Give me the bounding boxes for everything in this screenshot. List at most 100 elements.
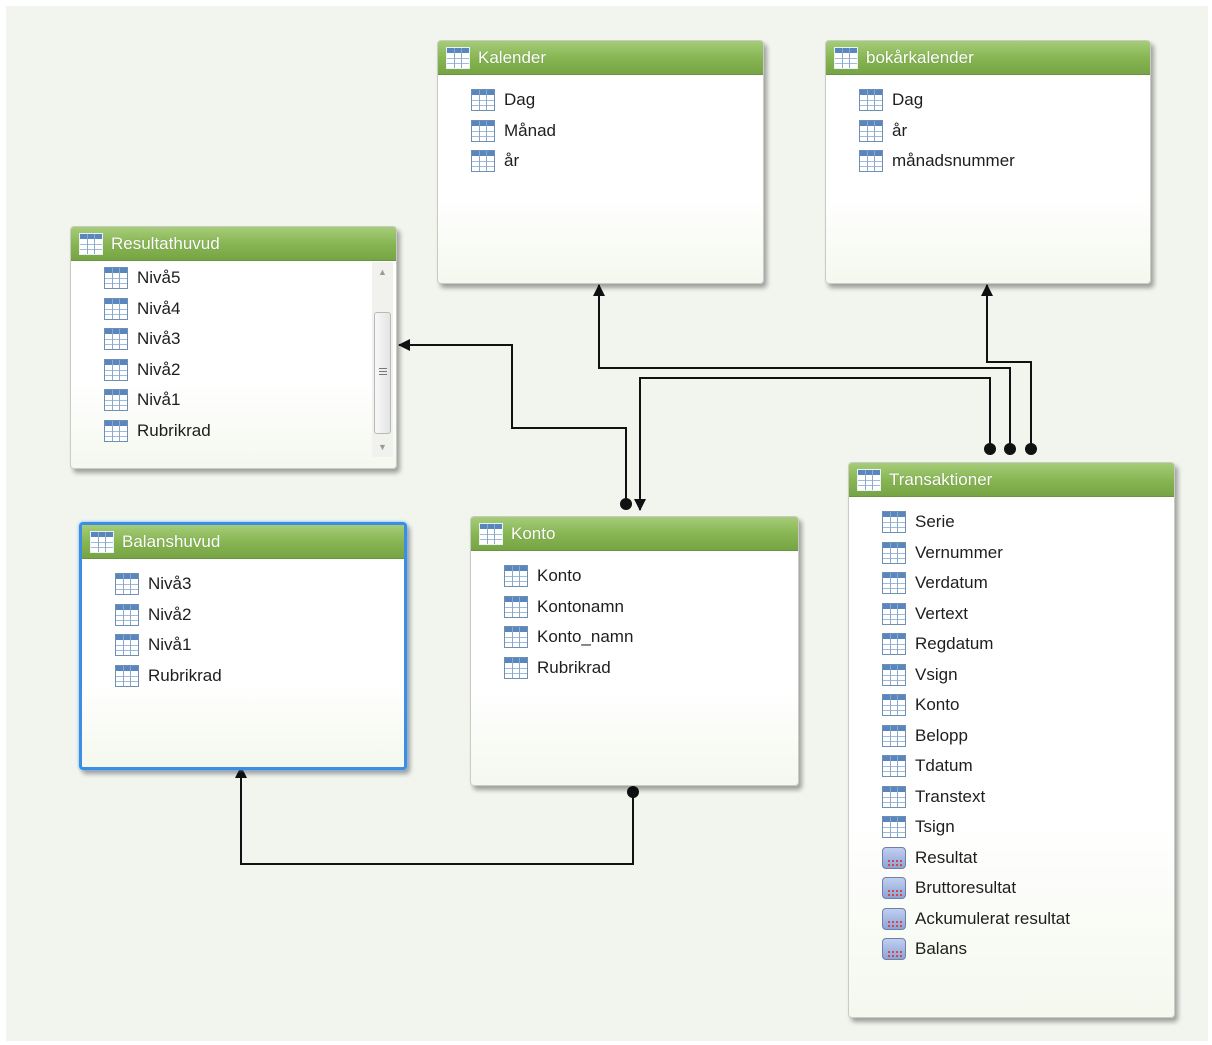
table-icon — [834, 46, 858, 69]
table-column-icon — [115, 634, 139, 657]
column-name: Konto — [537, 566, 582, 586]
table-title: bokårkalender — [866, 47, 974, 67]
column-item[interactable]: Vernummer — [849, 538, 1174, 569]
column-item[interactable]: Serie — [849, 507, 1174, 538]
table-header[interactable]: Konto — [471, 517, 798, 551]
measure-name: Resultat — [915, 847, 978, 867]
measure-item[interactable]: Balans — [849, 934, 1174, 965]
column-item[interactable]: Nivå2 — [71, 355, 396, 386]
scroll-down-icon[interactable]: ▼ — [378, 442, 387, 452]
column-item[interactable]: Tdatum — [849, 751, 1174, 782]
column-name: Kontonamn — [537, 596, 624, 616]
column-item[interactable]: år — [438, 146, 763, 177]
column-item[interactable]: månadsnummer — [826, 146, 1150, 177]
column-item[interactable]: Nivå3 — [82, 569, 404, 600]
column-item[interactable]: Rubrikrad — [82, 661, 404, 692]
column-name: Nivå2 — [137, 359, 181, 379]
grip-icon — [379, 368, 387, 376]
calculator-icon — [882, 877, 906, 900]
table-column-icon — [882, 511, 906, 534]
column-item[interactable]: Belopp — [849, 721, 1174, 752]
table-header[interactable]: Resultathuvud — [71, 227, 396, 261]
column-item[interactable]: Månad — [438, 116, 763, 147]
column-item[interactable]: Nivå2 — [82, 600, 404, 631]
measure-item[interactable]: Resultat — [849, 843, 1174, 874]
column-name: Nivå5 — [137, 268, 181, 288]
column-name: Konto_namn — [537, 627, 634, 647]
column-item[interactable]: år — [826, 116, 1150, 147]
column-name: Rubrikrad — [148, 665, 222, 685]
column-item[interactable]: Nivå1 — [71, 385, 396, 416]
table-kalender[interactable]: Kalender Dag Månad år — [437, 40, 764, 284]
table-column-icon — [882, 541, 906, 564]
column-list: Nivå5 Nivå4 Nivå3 Nivå2 Nivå1 Rubrikrad — [71, 261, 396, 446]
column-item[interactable]: Vertext — [849, 599, 1174, 630]
vertical-scrollbar[interactable]: ▲ ▼ — [372, 262, 393, 457]
table-transaktioner[interactable]: Transaktioner Serie Vernummer Verdatum V… — [848, 462, 1175, 1018]
column-name: Tsign — [915, 817, 955, 837]
column-list: Dag år månadsnummer — [826, 75, 1150, 177]
column-name: Transtext — [915, 786, 986, 806]
scrollbar-thumb[interactable] — [374, 312, 391, 434]
calculator-icon — [882, 907, 906, 930]
column-item[interactable]: Kontonamn — [471, 592, 798, 623]
table-title: Transaktioner — [889, 469, 993, 489]
column-item[interactable]: Rubrikrad — [71, 416, 396, 447]
table-balanshuvud[interactable]: Balanshuvud Nivå3 Nivå2 Nivå1 Rubrikrad — [79, 522, 407, 770]
table-column-icon — [104, 297, 128, 320]
table-title: Resultathuvud — [111, 233, 220, 253]
table-resultathuvud[interactable]: Resultathuvud Nivå5 Nivå4 Nivå3 Nivå2 Ni… — [70, 226, 397, 469]
column-name: Dag — [892, 90, 924, 110]
table-column-icon — [471, 150, 495, 173]
column-item[interactable]: Verdatum — [849, 568, 1174, 599]
measure-name: Bruttoresultat — [915, 878, 1017, 898]
table-icon — [90, 530, 114, 553]
measure-item[interactable]: Ackumulerat resultat — [849, 904, 1174, 935]
table-column-icon — [882, 816, 906, 839]
table-column-icon — [104, 419, 128, 442]
table-header[interactable]: Kalender — [438, 41, 763, 75]
table-column-icon — [504, 656, 528, 679]
column-list: Konto Kontonamn Konto_namn Rubrikrad — [471, 551, 798, 683]
column-item[interactable]: Konto — [849, 690, 1174, 721]
table-column-icon — [115, 603, 139, 626]
column-item[interactable]: Nivå3 — [71, 324, 396, 355]
measure-name: Ackumulerat resultat — [915, 908, 1070, 928]
measure-item[interactable]: Bruttoresultat — [849, 873, 1174, 904]
table-column-icon — [882, 724, 906, 747]
column-item[interactable]: Vsign — [849, 660, 1174, 691]
column-name: Nivå2 — [148, 604, 192, 624]
column-name: Vertext — [915, 603, 968, 623]
table-column-icon — [504, 626, 528, 649]
scroll-up-icon[interactable]: ▲ — [378, 267, 387, 277]
table-header[interactable]: Transaktioner — [849, 463, 1174, 497]
column-item[interactable]: Konto — [471, 561, 798, 592]
column-item[interactable]: Dag — [826, 85, 1150, 116]
column-item[interactable]: Tsign — [849, 812, 1174, 843]
table-column-icon — [471, 89, 495, 112]
column-name: Vernummer — [915, 542, 1003, 562]
table-konto[interactable]: Konto Konto Kontonamn Konto_namn Rubrikr… — [470, 516, 799, 786]
table-header[interactable]: Balanshuvud — [82, 525, 404, 559]
table-header[interactable]: bokårkalender — [826, 41, 1150, 75]
column-item[interactable]: Dag — [438, 85, 763, 116]
table-column-icon — [115, 664, 139, 687]
column-name: Serie — [915, 512, 955, 532]
table-bokarkalender[interactable]: bokårkalender Dag år månadsnummer — [825, 40, 1151, 284]
column-name: Verdatum — [915, 573, 988, 593]
table-title: Kalender — [478, 47, 547, 67]
column-list: Dag Månad år — [438, 75, 763, 177]
column-name: Regdatum — [915, 634, 994, 654]
column-item[interactable]: Nivå5 — [71, 263, 396, 294]
column-name: Nivå4 — [137, 298, 181, 318]
column-item[interactable]: Nivå1 — [82, 630, 404, 661]
column-item[interactable]: Konto_namn — [471, 622, 798, 653]
column-name: Månad — [504, 120, 556, 140]
column-name: Rubrikrad — [137, 420, 211, 440]
table-column-icon — [882, 663, 906, 686]
column-item[interactable]: Nivå4 — [71, 294, 396, 325]
column-item[interactable]: Transtext — [849, 782, 1174, 813]
column-item[interactable]: Rubrikrad — [471, 653, 798, 684]
column-item[interactable]: Regdatum — [849, 629, 1174, 660]
column-name: Nivå3 — [148, 574, 192, 594]
